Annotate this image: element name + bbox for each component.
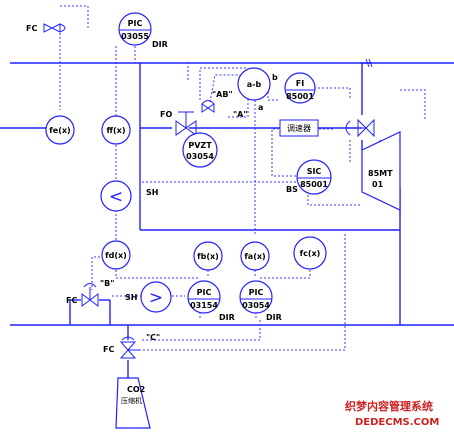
compressor-label-2: 压缩机	[121, 396, 142, 405]
svg-text:PIC: PIC	[197, 288, 212, 297]
svg-text:>: >	[149, 288, 163, 308]
label-bs: BS	[286, 185, 298, 194]
svg-text:<: <	[109, 187, 123, 207]
pic-03055[interactable]: PIC 03055	[118, 12, 152, 46]
label-a-quoted: "A"	[233, 110, 248, 119]
label-sh-2: SH	[125, 293, 137, 302]
label-fc-mid: FC	[66, 296, 77, 305]
process-pipes	[0, 58, 454, 378]
regulator-label: 调速器	[287, 124, 311, 133]
watermark-line1: 织梦内容管理系统	[345, 399, 433, 413]
fi-85001[interactable]: FI 85001	[284, 72, 316, 104]
func-fe[interactable]: fe(x)	[45, 115, 75, 145]
func-a-minus-b[interactable]: a-b	[237, 67, 271, 101]
svg-text:03055: 03055	[121, 32, 149, 41]
svg-text:03054: 03054	[242, 301, 270, 310]
label-ab: "AB"	[212, 90, 233, 99]
svg-text:03154: 03154	[190, 301, 218, 310]
svg-text:PIC: PIC	[128, 19, 143, 28]
func-fb[interactable]: fb(x)	[193, 241, 223, 271]
label-sh-1: SH	[146, 188, 158, 197]
compressor-label-1: CO2	[127, 385, 145, 394]
co2-compressor[interactable]	[115, 377, 151, 429]
svg-text:fa(x): fa(x)	[244, 252, 265, 261]
svg-text:fd(x): fd(x)	[105, 251, 127, 260]
label-dir-1: DIR	[219, 313, 235, 322]
turbine-label-1: 85MT	[368, 169, 393, 178]
svg-text:03054: 03054	[186, 152, 214, 161]
turbine-label-2: 01	[372, 180, 384, 189]
func-fc[interactable]: fc(x)	[293, 236, 327, 270]
svg-text:SIC: SIC	[307, 167, 322, 176]
label-dir-top: DIR	[152, 40, 168, 49]
label-a: a	[258, 103, 263, 112]
pic-03154[interactable]: PIC 03154	[187, 280, 221, 314]
signal-lines	[59, 5, 426, 351]
svg-text:a-b: a-b	[247, 80, 262, 89]
steam-turbine[interactable]	[361, 131, 401, 211]
valve-ab[interactable]	[201, 100, 215, 113]
func-ff[interactable]: ff(x)	[101, 115, 131, 145]
speed-governor-box[interactable]: 调速器	[279, 119, 319, 137]
label-fc-bot: FC	[103, 345, 114, 354]
svg-text:PVZT: PVZT	[188, 141, 212, 150]
valve-fc-c[interactable]	[119, 336, 140, 359]
svg-text:ff(x): ff(x)	[107, 126, 126, 135]
label-c-quoted: "C"	[146, 333, 160, 342]
svg-text:fb(x): fb(x)	[197, 252, 219, 261]
low-selector[interactable]: <	[100, 180, 132, 212]
label-fo: FO	[160, 110, 172, 119]
sic-85001[interactable]: SIC 85001	[296, 159, 332, 195]
svg-text:85001: 85001	[300, 180, 328, 189]
label-b: b	[272, 73, 278, 82]
valve-fc-b[interactable]	[81, 283, 99, 307]
label-fc-top: FC	[26, 24, 37, 33]
label-b-quoted: "B"	[100, 279, 114, 288]
svg-text:fc(x): fc(x)	[300, 249, 321, 258]
valve-turbine-steam[interactable]	[345, 118, 375, 138]
high-selector[interactable]: >	[140, 281, 172, 313]
watermark-line2: DEDECMS.COM	[355, 417, 439, 428]
valve-fc-top[interactable]	[43, 23, 66, 33]
valve-fo[interactable]	[175, 111, 197, 136]
pvzt-03054[interactable]: PVZT 03054	[182, 132, 218, 168]
svg-text:FI: FI	[296, 79, 304, 88]
label-dir-2: DIR	[266, 313, 282, 322]
svg-text:PIC: PIC	[249, 288, 264, 297]
func-fa[interactable]: fa(x)	[240, 241, 270, 271]
func-fd[interactable]: fd(x)	[101, 240, 131, 270]
svg-text:fe(x): fe(x)	[49, 126, 70, 135]
pic-03054[interactable]: PIC 03054	[239, 280, 273, 314]
svg-text:85001: 85001	[286, 92, 314, 101]
